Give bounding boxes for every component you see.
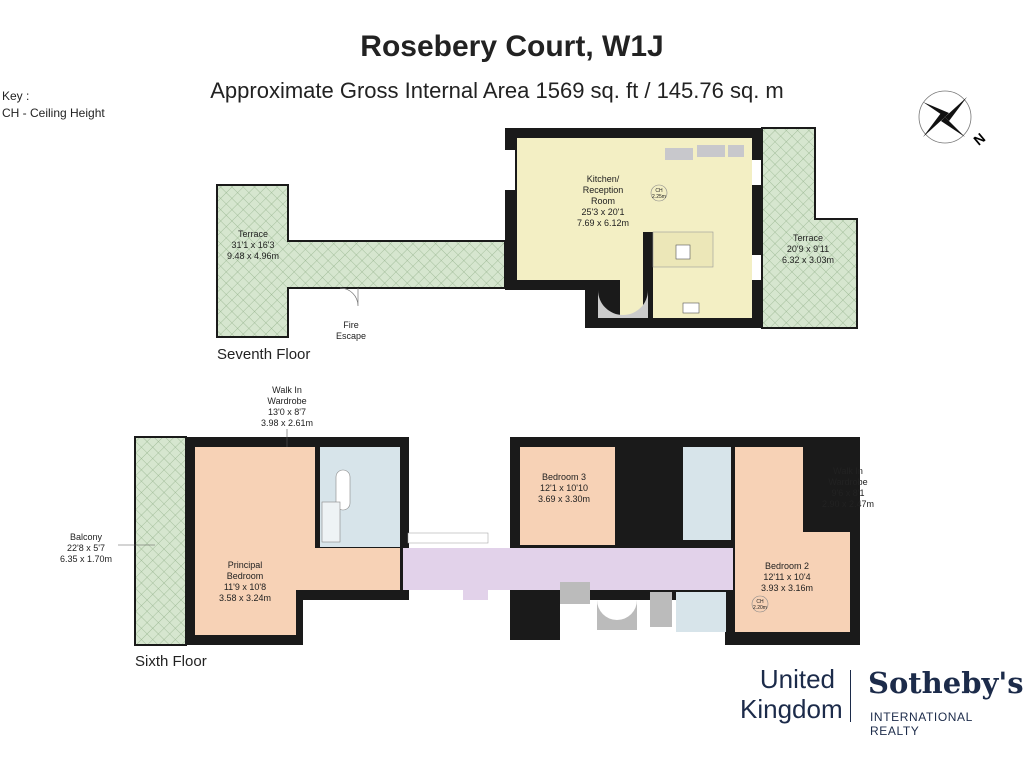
room-size-imperial: 11'9 x 10'8	[224, 582, 266, 592]
brand-tagline: INTERNATIONAL REALTY	[870, 710, 973, 738]
brand-region-line: Kingdom	[740, 694, 843, 724]
wc	[676, 592, 726, 632]
room-name: Reception	[583, 185, 624, 195]
bathtub-icon	[335, 469, 351, 511]
window	[752, 160, 762, 185]
ceiling-height-marker	[650, 184, 668, 202]
brand-logo: Sotheby's	[868, 666, 1024, 700]
room-name: Bedroom 2	[765, 561, 809, 571]
room-size-metric: 2.90 x 2.47m	[822, 499, 874, 509]
room-name: Terrace	[793, 233, 823, 243]
sink-icon	[682, 302, 700, 314]
bedroom-3	[520, 447, 615, 545]
window	[505, 150, 515, 190]
ch-value: 2.25m	[652, 194, 666, 200]
room-name: Walk In	[272, 385, 302, 395]
brand-divider	[850, 670, 851, 722]
fire-escape-door	[339, 287, 359, 307]
room-size-imperial: 31'1 x 16'3	[232, 240, 275, 250]
cabinet	[728, 145, 744, 157]
brand-region: United Kingdom	[740, 664, 843, 724]
compass-icon: N	[918, 90, 988, 149]
balcony	[134, 436, 187, 646]
kitchen-reception-room	[517, 138, 752, 318]
room-name: Terrace	[238, 229, 268, 239]
floor-label-seventh: Seventh Floor	[217, 346, 310, 363]
hallway	[463, 588, 488, 600]
cupboard	[560, 582, 590, 604]
window	[752, 255, 762, 280]
spiral-stair	[598, 290, 648, 318]
room-size-imperial: 9'6 x 8'1	[832, 488, 865, 498]
room-size-imperial: 25'3 x 20'1	[582, 207, 625, 217]
cabinet	[665, 148, 693, 160]
bedroom-2	[735, 447, 850, 632]
bathroom	[683, 447, 731, 540]
room-name: Principal	[228, 560, 263, 570]
room-name: Walk In	[833, 466, 863, 476]
room-name: Wardrobe	[267, 396, 306, 406]
room-size-imperial: 13'0 x 8'7	[268, 407, 306, 417]
key-heading: Key :	[2, 89, 30, 103]
terrace-left	[216, 184, 506, 338]
room-size-metric: 6.35 x 1.70m	[60, 554, 112, 564]
compass-north-label: N	[970, 130, 988, 149]
brand-region-line: United	[759, 664, 835, 694]
room-size-metric: 6.32 x 3.03m	[782, 255, 834, 265]
window	[407, 532, 489, 544]
spiral-stair	[597, 600, 637, 630]
floor-label-sixth: Sixth Floor	[135, 653, 207, 670]
key-legend: Key : CH - Ceiling Height	[2, 88, 105, 122]
room-size-metric: 7.69 x 6.12m	[577, 218, 629, 228]
room-name: Kitchen/	[587, 174, 620, 184]
terrace-right	[761, 127, 858, 329]
room-size-metric: 3.98 x 2.61m	[261, 418, 313, 428]
room-name: Bedroom	[227, 571, 264, 581]
room-size-metric: 3.69 x 3.30m	[538, 494, 590, 504]
cupboard	[650, 592, 672, 627]
room-name: Room	[591, 196, 615, 206]
room-size-imperial: 12'11 x 10'4	[763, 572, 810, 582]
principal-bedroom	[195, 447, 400, 635]
room-name: Wardrobe	[828, 477, 867, 487]
fire-escape-label: Escape	[336, 331, 366, 341]
room-size-metric: 9.48 x 4.96m	[227, 251, 279, 261]
hob-icon	[675, 244, 691, 260]
room-size-metric: 3.58 x 3.24m	[219, 593, 271, 603]
seventh-floor-plan: CH 2.25m Terrace 31'1 x 16'3 9.48 x 4.96…	[216, 127, 858, 363]
area-subtitle: Approximate Gross Internal Area 1569 sq.…	[210, 78, 784, 103]
room-size-imperial: 20'9 x 9'11	[787, 244, 829, 254]
room-name: Balcony	[70, 532, 103, 542]
fire-escape-label: Fire	[343, 320, 359, 330]
ch-value: 2.20m	[753, 605, 767, 611]
ch-label: CH	[655, 188, 663, 194]
key-item: CH - Ceiling Height	[2, 106, 105, 120]
ceiling-height-marker	[751, 595, 769, 613]
room-size-imperial: 12'1 x 10'10	[540, 483, 588, 493]
room-name: Bedroom 3	[542, 472, 586, 482]
page-title: Rosebery Court, W1J	[360, 30, 664, 63]
room-size-imperial: 22'8 x 5'7	[67, 543, 105, 553]
cabinet	[697, 145, 725, 157]
sixth-floor-plan: CH 2.20m Walk In Wardrobe 13'0 x 8'7 3.9…	[60, 385, 874, 670]
room-size-metric: 3.93 x 3.16m	[761, 583, 813, 593]
ch-label: CH	[756, 599, 764, 605]
shower-icon	[321, 501, 341, 543]
